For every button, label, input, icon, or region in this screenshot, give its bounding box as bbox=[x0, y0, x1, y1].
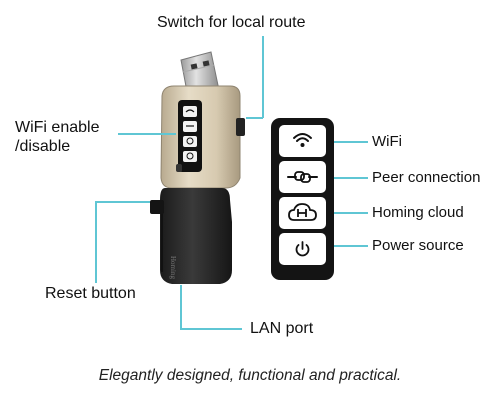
leader-switch-horizontal bbox=[246, 117, 263, 119]
caption: Elegantly designed, functional and pract… bbox=[98, 367, 402, 384]
label-wifi-enable-line1: WiFi enable bbox=[15, 119, 100, 136]
leader-homing bbox=[334, 212, 368, 214]
leader-wifi-enable bbox=[118, 133, 176, 135]
label-peer-connection: Peer connection bbox=[372, 169, 481, 186]
wifi-icon bbox=[293, 133, 312, 147]
leader-wifi bbox=[334, 141, 368, 143]
leader-switch-vertical bbox=[262, 36, 264, 118]
local-route-switch[interactable] bbox=[236, 118, 245, 136]
label-switch-local-route: Switch for local route bbox=[157, 14, 306, 31]
label-wifi-enable-line2: /disable bbox=[15, 138, 71, 155]
label-power-source: Power source bbox=[372, 237, 464, 254]
power-icon bbox=[295, 241, 310, 257]
leader-reset-vertical bbox=[95, 201, 97, 283]
leader-lan-vertical bbox=[180, 285, 182, 329]
reset-button[interactable] bbox=[150, 200, 164, 214]
leader-lan-horizontal bbox=[180, 328, 242, 330]
wifi-toggle-button[interactable] bbox=[176, 164, 182, 172]
label-reset-button: Reset button bbox=[45, 285, 136, 302]
label-lan-port: LAN port bbox=[250, 320, 314, 337]
leader-power bbox=[334, 245, 368, 247]
brand-text: Homing bbox=[169, 256, 177, 279]
label-homing-cloud: Homing cloud bbox=[372, 204, 464, 221]
leader-reset-horizontal bbox=[95, 201, 150, 203]
homing-cloud-icon bbox=[288, 203, 317, 221]
dongle-body bbox=[160, 85, 245, 189]
lan-housing: Homing bbox=[150, 188, 232, 284]
indicator-panel bbox=[271, 118, 334, 280]
peer-connection-icon bbox=[287, 171, 318, 183]
leader-peer bbox=[334, 177, 368, 179]
label-wifi: WiFi bbox=[372, 133, 402, 150]
